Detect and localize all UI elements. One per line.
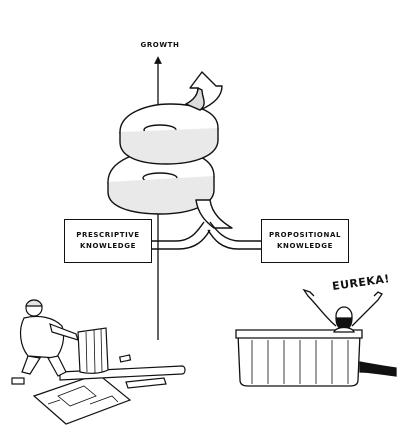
propositional-line-2: KNOWLEDGE — [277, 242, 333, 250]
prescriptive-line-2: KNOWLEDGE — [80, 242, 136, 250]
propositional-knowledge-box: PROPOSITIONAL KNOWLEDGE — [261, 219, 349, 263]
bathtub — [237, 333, 361, 387]
barrel — [77, 327, 109, 374]
worker-tool — [11, 377, 25, 385]
propositional-line-1: PROPOSITIONAL — [268, 231, 342, 239]
spiral-base-sweep — [195, 199, 233, 229]
worker-body — [19, 315, 65, 359]
bathtub-scene — [235, 288, 397, 387]
bather-arm-right — [351, 291, 383, 327]
knowledge-branches — [152, 221, 261, 250]
right-branch — [209, 221, 261, 242]
prescriptive-line-1: PRESCRIPTIVE — [76, 231, 140, 239]
left-branch — [152, 221, 205, 242]
prescriptive-knowledge-box: PRESCRIPTIVE KNOWLEDGE — [64, 219, 152, 263]
blueprint-sheet — [32, 373, 132, 425]
wooden-plank — [59, 365, 186, 381]
bather-arm-left — [302, 288, 337, 327]
craftsman-scene — [11, 299, 186, 425]
growth-spiral — [107, 71, 233, 229]
growth-label: GROWTH — [140, 41, 180, 49]
